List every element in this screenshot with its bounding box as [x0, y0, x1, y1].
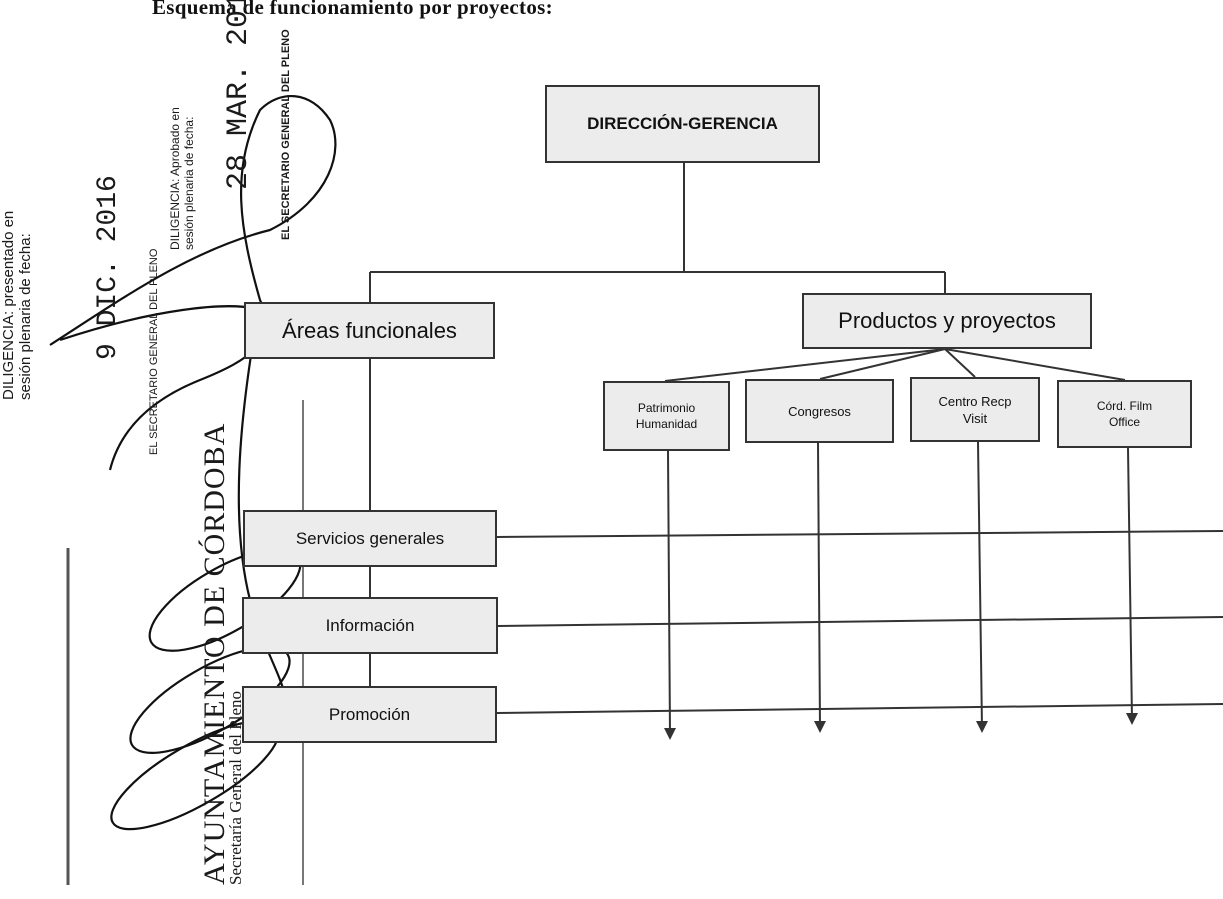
seal-secretaria: Secretaría General del Pleno: [226, 691, 245, 885]
stamp1-date: 9 DIC. 2016: [93, 175, 124, 360]
centro-line-1: Centro Recp: [938, 393, 1012, 409]
arrow-head-centro: [976, 721, 988, 733]
row-line-servicios: [496, 530, 1223, 538]
project-line-congresos: [817, 442, 821, 729]
cord-line-1: Córd. Film: [1096, 399, 1153, 413]
connector-fan-2: [819, 348, 946, 380]
box-direccion-gerencia: DIRECCIÓN-GERENCIA: [545, 85, 820, 163]
box-centro-recp-visit: Centro Recp Visit: [910, 377, 1040, 442]
cord-line-2: Office: [1108, 415, 1141, 429]
stamp1-label: DILIGENCIA: presentado en sesión plenari…: [0, 211, 34, 400]
arrow-head-congresos: [814, 721, 826, 733]
box-servicios-generales: Servicios generales: [243, 510, 497, 567]
diagram-title: Esquema de funcionamiento por proyectos:: [152, 0, 553, 19]
box-promocion: Promoción: [242, 686, 497, 743]
project-line-cord: [1127, 447, 1133, 721]
project-line-centro: [977, 441, 983, 729]
stamp1-label-line-1: DILIGENCIA: presentado en: [0, 210, 17, 400]
stamp1-label-line-2: sesión plenaria de fecha:: [17, 233, 34, 400]
box-patrimonio-humanidad: Patrimonio Humanidad: [603, 381, 730, 451]
patrimonio-line-1: Patrimonio: [637, 401, 696, 415]
box-areas-funcionales: Áreas funcionales: [244, 302, 495, 359]
stamp1-secretario: EL SECRETARIO GENERAL DEL PLENO: [148, 248, 160, 455]
patrimonio-line-2: Humanidad: [635, 417, 698, 431]
centro-line-2: Visit: [962, 410, 988, 426]
stamp2-date: 28 MAR. 2017: [222, 0, 256, 190]
arrow-head-cord: [1126, 713, 1138, 725]
arrow-head-patrimonio: [664, 728, 676, 740]
connector-fan-3: [944, 348, 976, 378]
signature-loop-1: [49, 95, 337, 471]
stamp2-label: DILIGENCIA: Aprobado en sesión plenaria …: [168, 107, 196, 250]
box-productos-proyectos: Productos y proyectos: [802, 293, 1092, 349]
arrow-heads: [664, 713, 1138, 740]
signature-stroke-2: [59, 305, 261, 342]
connector-fan-1: [664, 348, 946, 382]
box-congresos: Congresos: [745, 379, 894, 443]
box-cord-film-office: Córd. Film Office: [1057, 380, 1192, 448]
stamp2-label-line-2: sesión plenaria de fecha:: [182, 116, 196, 250]
stamp2-secretario: EL SECRETARIO GENERAL DEL PLENO: [280, 29, 292, 240]
row-line-promocion: [496, 703, 1223, 714]
stamp2-label-line-1: DILIGENCIA: Aprobado en: [168, 107, 182, 250]
connector-fan-4: [944, 348, 1126, 381]
box-informacion: Información: [242, 597, 498, 654]
row-line-informacion: [497, 616, 1223, 627]
project-line-patrimonio: [667, 450, 671, 736]
